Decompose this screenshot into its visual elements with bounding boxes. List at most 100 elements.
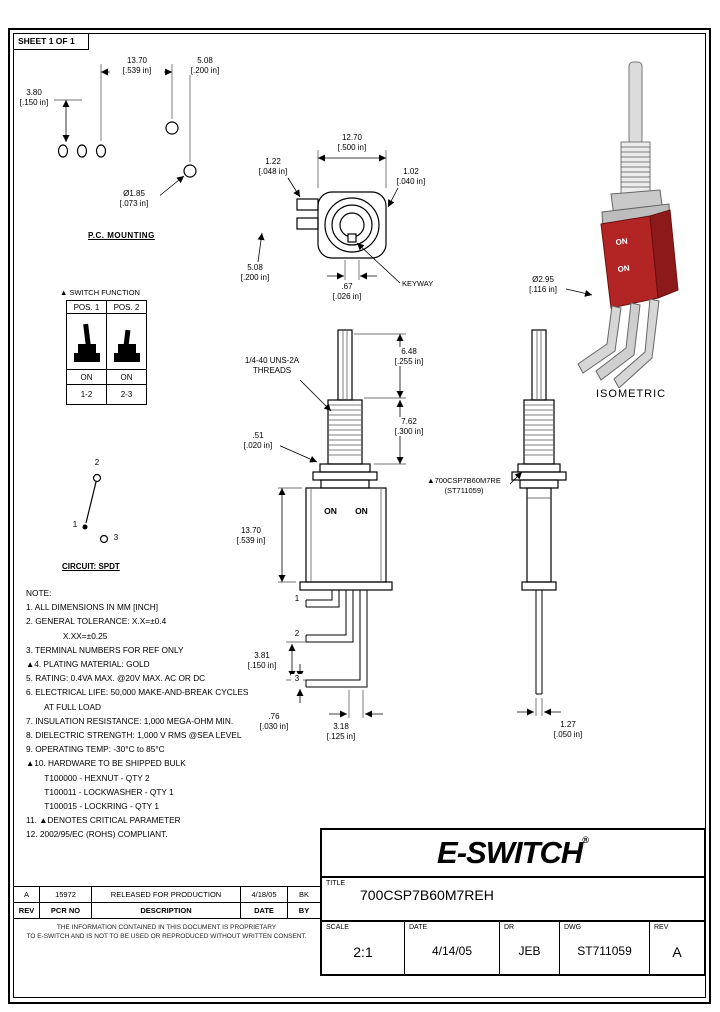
scale-value: 2:1 — [353, 944, 373, 960]
rev-header: REV — [13, 902, 40, 919]
title-block: E-SWITCH® TITLE 700CSP7B60M7REH SCALE 2:… — [320, 828, 706, 976]
eswitch-logo-text: E-SWITCH — [437, 835, 583, 870]
note-line: T100011 - LOCKWASHER - QTY 1 — [26, 786, 174, 797]
toggle-pos1-icon — [73, 323, 100, 362]
dim-mm: 12.70 — [341, 133, 363, 142]
switch-function-block: ▲ SWITCH FUNCTION POS. 1 POS. 2 — [60, 288, 147, 405]
isometric-label: ISOMETRIC — [596, 388, 667, 400]
fn-terminals-pos1: 1-2 — [66, 384, 107, 405]
front-view-drawing — [275, 329, 406, 718]
dim-inch: [.026 in] — [332, 291, 362, 301]
notes: NOTE: 1. ALL DIMENSIONS IN MM [INCH] 2. … — [26, 586, 248, 842]
notes-heading: NOTE: — [26, 588, 52, 598]
note-line: 7. INSULATION RESISTANCE: 1,000 MEGA-OHM… — [26, 715, 234, 726]
date-header: DATE — [240, 902, 288, 919]
dim-mm: 1.02 — [403, 167, 419, 176]
dim-front-13-70: 13.70 [.539 in] — [226, 526, 276, 545]
dr-cell: DR JEB — [500, 922, 560, 974]
title-label: TITLE — [326, 880, 346, 887]
rev-cell: A — [13, 886, 40, 903]
dim-front-0-51: .51 [.020 in] — [236, 431, 280, 450]
dim-inch: [.255 in] — [394, 356, 424, 366]
keyway-label: KEYWAY — [402, 279, 434, 288]
dim-mm: 1.27 — [560, 720, 576, 729]
revision-table: A 15972 RELEASED FOR PRODUCTION 4/18/05 … — [13, 886, 321, 919]
dr-value: JEB — [518, 944, 541, 958]
revision-row: A 15972 RELEASED FOR PRODUCTION 4/18/05 … — [13, 886, 321, 903]
rev-cell: REV A — [650, 922, 704, 974]
revision-header-row: REV PCR NO DESCRIPTION DATE BY — [13, 902, 321, 919]
dim-inch: [.048 in] — [258, 166, 288, 176]
dwg-value: ST711059 — [577, 944, 632, 958]
marking-line2: (ST711059) — [444, 485, 484, 495]
circuit-schematic — [82, 473, 109, 544]
dim-top-12-70: 12.70 [.500 in] — [326, 133, 378, 152]
dim-mm: Ø2.95 — [532, 275, 554, 284]
dim-mm: .76 — [268, 712, 280, 721]
dim-inch: [.150 in] — [19, 97, 49, 107]
scale-cell: SCALE 2:1 — [322, 922, 405, 974]
note-line: T100015 - LOCKRING - QTY 1 — [26, 801, 159, 812]
sheet-number-box: SHEET 1 OF 1 — [13, 33, 89, 50]
date-cell: DATE 4/14/05 — [405, 922, 500, 974]
dim-mm: 7.62 — [401, 417, 417, 426]
dim-inch: [.539 in] — [122, 65, 152, 75]
pcb-mounting-title: P.C. MOUNTING — [88, 231, 155, 240]
date-cell: 4/18/05 — [240, 886, 288, 903]
rev-label: REV — [654, 924, 669, 931]
note-line: X.XX=±0.25 — [26, 630, 108, 641]
dim-inch: [.116 in] — [529, 284, 557, 294]
dim-top-0-67: .67 [.026 in] — [324, 282, 370, 301]
note-line: 1. ALL DIMENSIONS IN MM [INCH] — [26, 602, 159, 613]
note-line: 6. ELECTRICAL LIFE: 50,000 MAKE-AND-BREA… — [26, 687, 249, 698]
dim-inch: [.150 in] — [247, 660, 277, 670]
fn-icon-cell-pos1 — [66, 313, 107, 370]
top-view-drawing — [257, 150, 401, 284]
description-header: DESCRIPTION — [91, 902, 241, 919]
pcr-header: PCR NO — [39, 902, 92, 919]
sheet-inner-frame — [13, 33, 706, 998]
iso-on-label-bottom: ON — [617, 264, 630, 274]
logo-row: E-SWITCH® — [322, 830, 704, 876]
dim-pcb-hole: Ø1.85 [.073 in] — [108, 189, 160, 208]
toggle-pos2-icon — [113, 329, 140, 362]
threads-callout: 1/4-40 UNS-2A THREADS — [234, 356, 310, 375]
date-label: DATE — [409, 924, 428, 931]
note-line: 11. ▲DENOTES CRITICAL PARAMETER — [26, 815, 181, 826]
note-line: T100000 - HEXNUT - QTY 2 — [26, 772, 150, 783]
date-value: 4/14/05 — [431, 944, 473, 958]
switch-function-table: POS. 1 POS. 2 — [66, 300, 147, 405]
threads-line2: THREADS — [252, 365, 292, 375]
dim-inch: [.030 in] — [259, 721, 289, 731]
dim-inch: [.073 in] — [119, 198, 149, 208]
proprietary-line2: TO E-SWITCH AND IS NOT TO BE USED OR REP… — [26, 932, 307, 940]
note-line: AT FULL LOAD — [26, 701, 102, 712]
dim-front-3-81: 3.81 [.150 in] — [240, 651, 284, 670]
fn-col-pos2: POS. 2 — [106, 300, 147, 314]
dim-mm: .51 — [252, 431, 264, 440]
side-view-drawing — [507, 329, 567, 716]
dim-inch: [.300 in] — [394, 426, 424, 436]
pcr-cell: 15972 — [39, 886, 92, 903]
dim-front-6-48: 6.48 [.255 in] — [386, 347, 432, 366]
note-line: ▲4. PLATING MATERIAL: GOLD — [26, 659, 150, 670]
dim-pcb-13-70: 13.70 [.539 in] — [110, 56, 164, 75]
dim-mm: 13.70 — [126, 56, 148, 65]
rev-value: A — [672, 944, 682, 960]
dwg-cell: DWG ST711059 — [560, 922, 650, 974]
isometric-drawing: ON ON — [561, 61, 679, 389]
note-line: 2. GENERAL TOLERANCE: X.X=±0.4 — [26, 616, 167, 627]
fn-col-pos1: POS. 1 — [66, 300, 107, 314]
part-number-title: 700CSP7B60M7REH — [360, 887, 494, 903]
dim-iso-2-95: Ø2.95 [.116 in] — [520, 275, 566, 294]
switch-function-title: ▲ SWITCH FUNCTION — [60, 288, 147, 297]
dwg-label: DWG — [564, 924, 582, 931]
dim-side-1-27: 1.27 [.050 in] — [546, 720, 590, 739]
by-header: BY — [287, 902, 321, 919]
dim-inch: [.539 in] — [236, 535, 266, 545]
dim-mm: 1.22 — [265, 157, 281, 166]
dim-inch: [.050 in] — [553, 729, 583, 739]
threads-line1: 1/4-40 UNS-2A — [244, 356, 300, 365]
note-line: ▲10. HARDWARE TO BE SHIPPED BULK — [26, 758, 186, 769]
